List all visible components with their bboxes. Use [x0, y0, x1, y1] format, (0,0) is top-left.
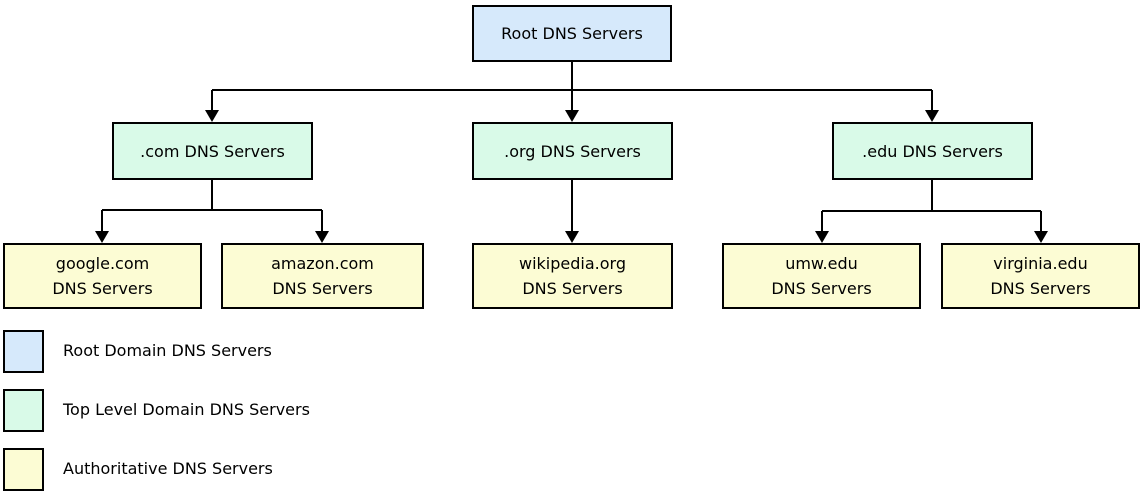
legend-swatch-root	[3, 330, 44, 373]
node-label-line2: DNS Servers	[990, 279, 1091, 298]
arrowhead-com	[205, 110, 219, 122]
arrowhead-google	[95, 231, 109, 243]
node-label-line1: google.com	[55, 254, 150, 273]
node-label: Root DNS Servers	[501, 24, 643, 43]
legend-label-tld: Top Level Domain DNS Servers	[63, 400, 310, 419]
node-umw-dns-servers: umw.edu DNS Servers	[722, 243, 921, 309]
node-google-dns-servers: google.com DNS Servers	[3, 243, 202, 309]
legend-label-authoritative: Authoritative DNS Servers	[63, 459, 273, 478]
legend-label-root: Root Domain DNS Servers	[63, 341, 272, 360]
arrowhead-edu	[925, 110, 939, 122]
arrowhead-amazon	[315, 231, 329, 243]
legend-swatch-authoritative	[3, 448, 44, 491]
node-edu-dns-servers: .edu DNS Servers	[832, 122, 1033, 180]
node-label-line1: wikipedia.org	[519, 254, 626, 273]
node-label: .com DNS Servers	[140, 141, 285, 161]
legend-swatch-tld	[3, 389, 44, 432]
node-root-dns-servers: Root DNS Servers	[472, 5, 672, 62]
node-label: .org DNS Servers	[504, 141, 641, 161]
node-wikipedia-dns-servers: wikipedia.org DNS Servers	[472, 243, 673, 309]
node-label: .edu DNS Servers	[862, 141, 1003, 161]
node-label-line2: DNS Servers	[52, 279, 153, 298]
arrowhead-org	[565, 110, 579, 122]
node-label-line1: virginia.edu	[993, 254, 1088, 273]
node-label-line1: umw.edu	[785, 254, 858, 273]
node-label-line2: DNS Servers	[272, 279, 373, 298]
node-com-dns-servers: .com DNS Servers	[112, 122, 313, 180]
node-virginia-dns-servers: virginia.edu DNS Servers	[941, 243, 1140, 309]
arrowhead-virginia	[1034, 231, 1048, 243]
node-label-line2: DNS Servers	[522, 279, 623, 298]
node-label-line2: DNS Servers	[771, 279, 872, 298]
node-amazon-dns-servers: amazon.com DNS Servers	[221, 243, 424, 309]
arrowhead-umw	[815, 231, 829, 243]
node-org-dns-servers: .org DNS Servers	[472, 122, 673, 180]
node-label-line1: amazon.com	[271, 254, 374, 273]
arrowhead-wikipedia	[565, 231, 579, 243]
